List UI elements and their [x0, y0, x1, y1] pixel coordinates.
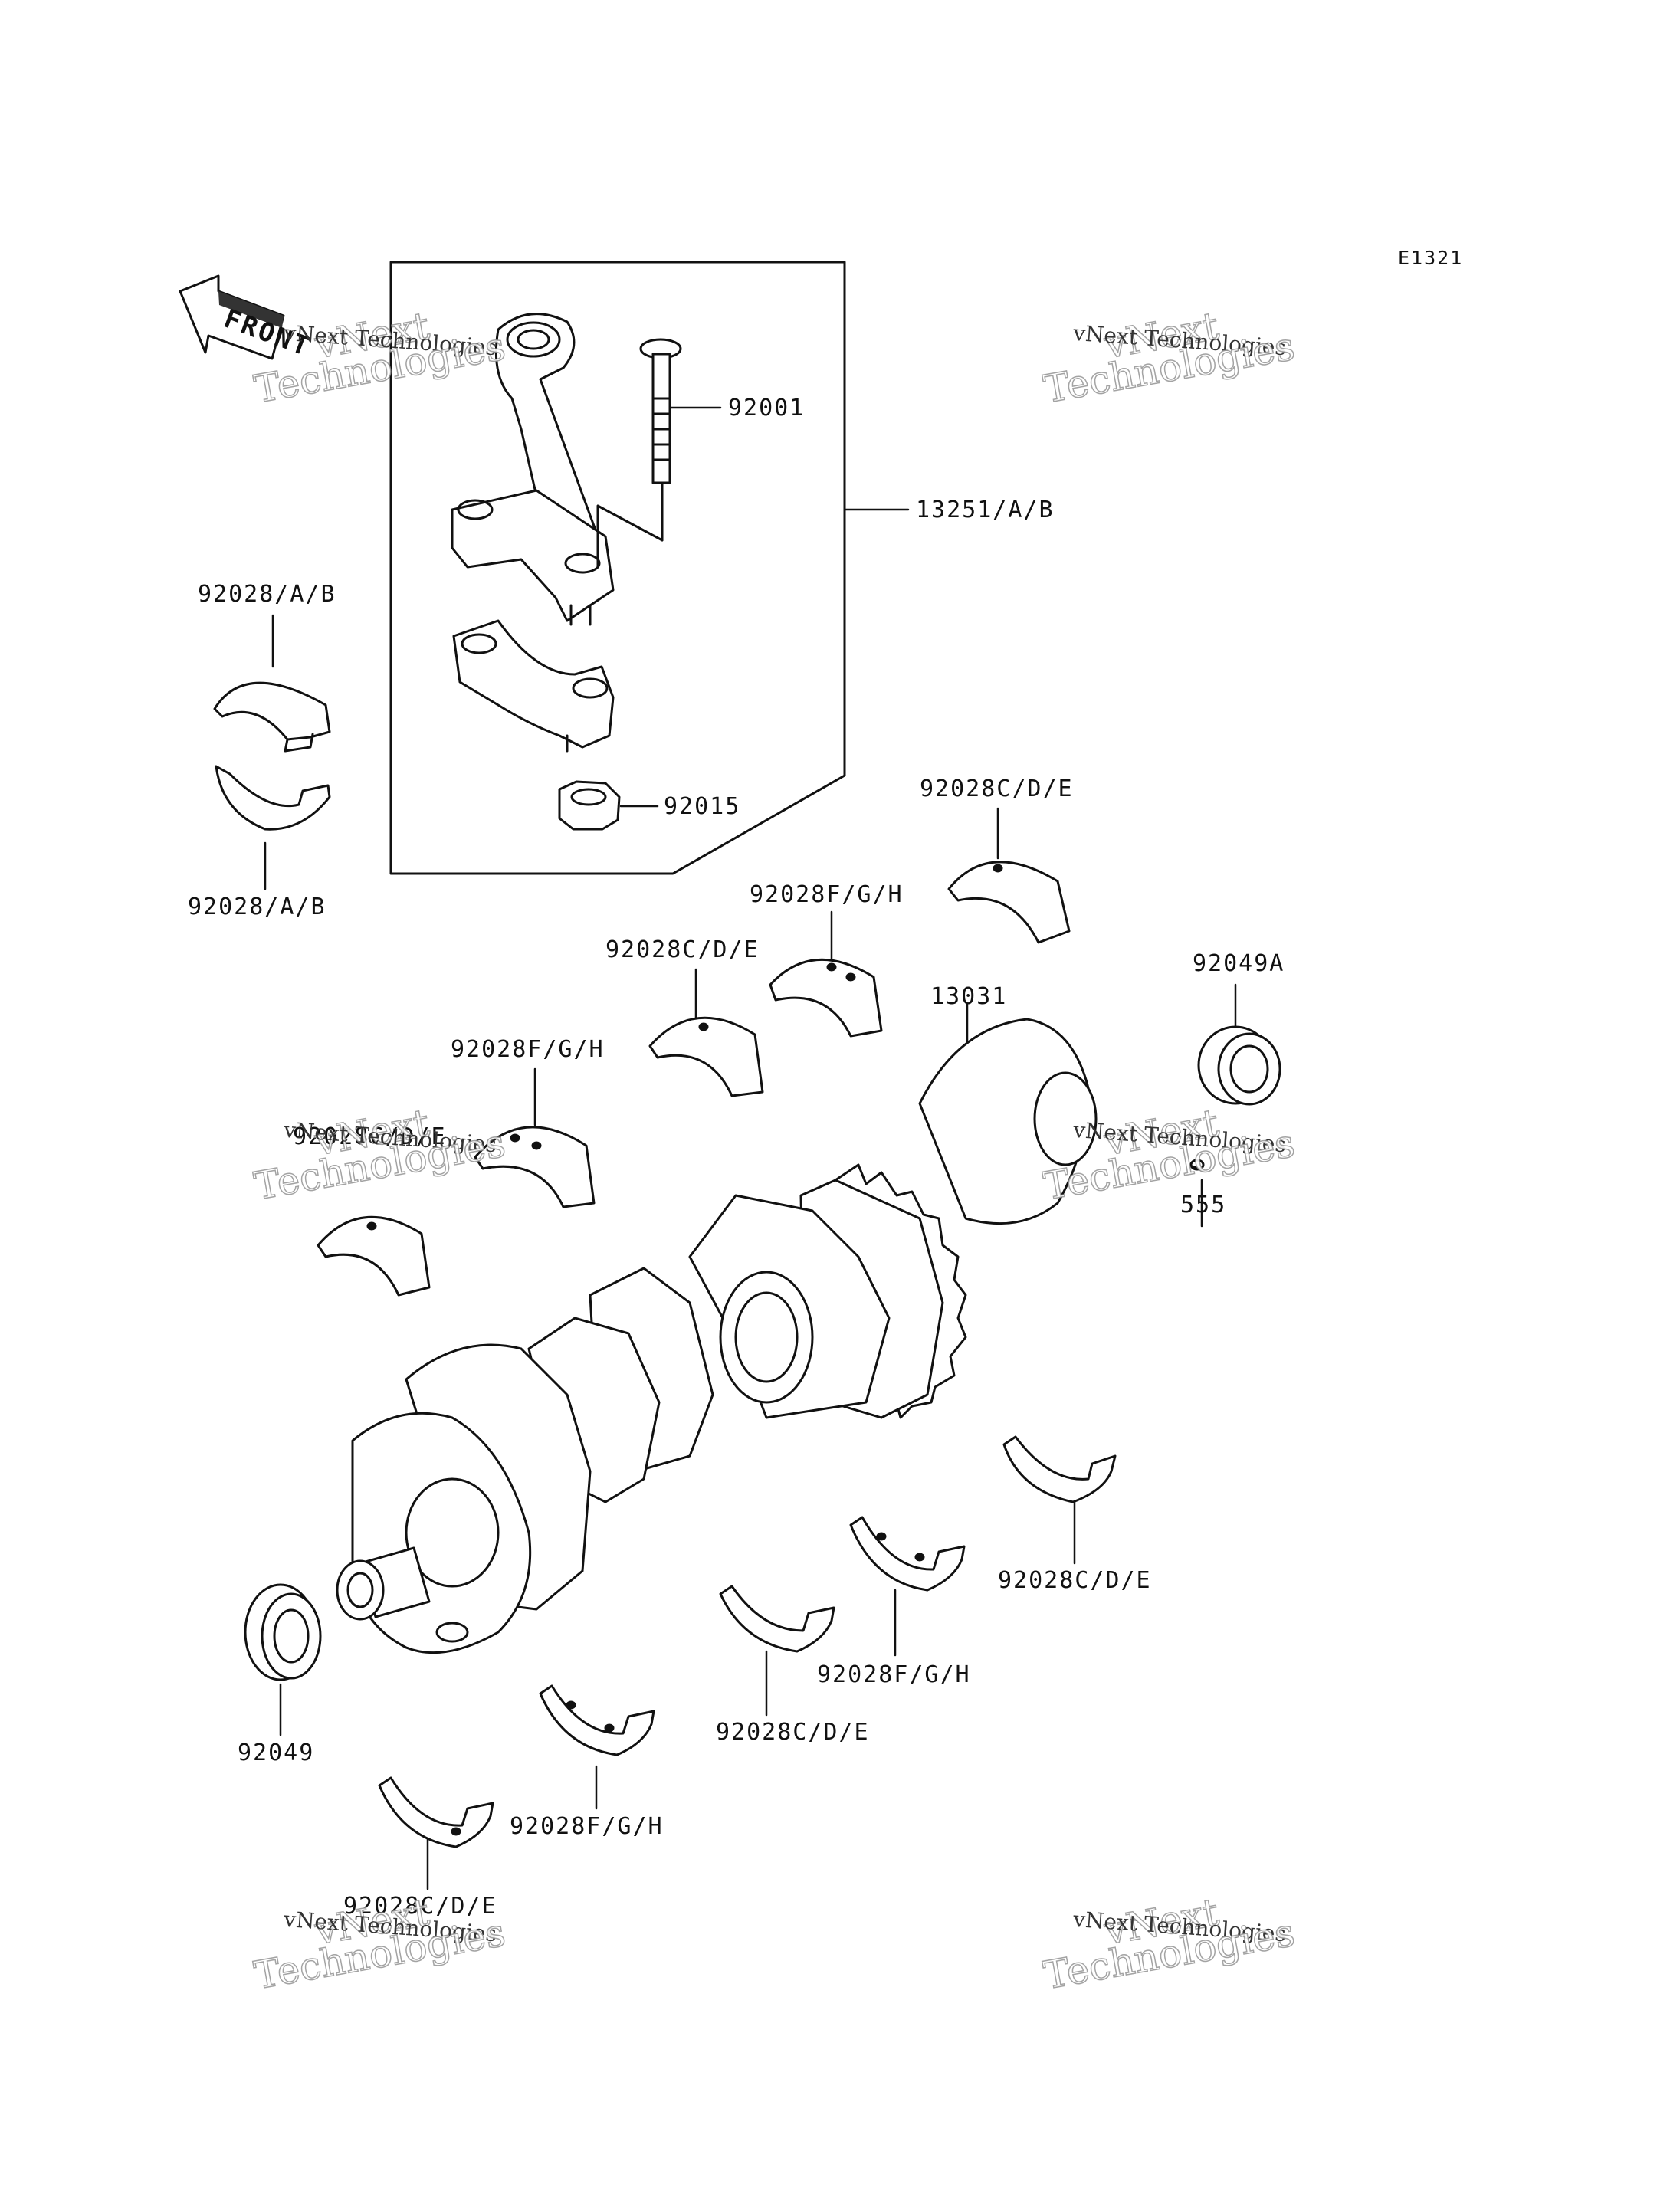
part-label-92049a[interactable]: 92049A [1193, 950, 1285, 977]
part-label-92028fgh-3[interactable]: 92028F/G/H [817, 1661, 971, 1688]
watermark: vNext vNext Technologies Technologies [251, 303, 509, 412]
watermark: vNext vNext Technologies Technologies [1040, 1889, 1298, 1999]
part-label-92001[interactable]: 92001 [728, 395, 806, 421]
watermark: vNext vNext Technologies Technologies [1040, 303, 1298, 412]
connecting-rod [451, 313, 615, 626]
part-label-92049[interactable]: 92049 [238, 1740, 315, 1766]
diagram-code: E1321 [1398, 247, 1464, 269]
part-label-92028cde-6[interactable]: 92028C/D/E [343, 1893, 497, 1920]
part-label-92028ab-bottom[interactable]: 92028/A/B [188, 894, 326, 920]
rod-bolt [596, 338, 682, 569]
part-label-92028cde-2[interactable]: 92028C/D/E [605, 936, 760, 963]
watermark: vNext vNext Technologies Technologies [251, 1100, 509, 1209]
part-label-92028cde-3[interactable]: 92028C/D/E [293, 1123, 447, 1150]
conrod-assembly-box [389, 261, 846, 875]
part-label-555[interactable]: 555 [1180, 1192, 1227, 1218]
part-label-92028cde-1[interactable]: 92028C/D/E [920, 776, 1074, 802]
part-label-92028fgh-4[interactable]: 92028F/G/H [510, 1813, 664, 1840]
leader-lines [264, 406, 1237, 1890]
part-label-92028cde-5[interactable]: 92028C/D/E [716, 1719, 870, 1746]
rod-cap [452, 619, 615, 753]
part-label-92028fgh-2[interactable]: 92028F/G/H [451, 1036, 605, 1063]
watermark: vNext vNext Technologies Technologies [1040, 1100, 1298, 1209]
part-label-13251[interactable]: 13251/A/B [916, 497, 1055, 523]
crankshaft [336, 1018, 1098, 1654]
bearing-shells [213, 681, 1117, 1848]
part-label-92028ab-top[interactable]: 92028/A/B [198, 581, 336, 608]
part-label-92015[interactable]: 92015 [664, 793, 741, 820]
part-label-92028fgh-1[interactable]: 92028F/G/H [750, 881, 904, 908]
part-label-13031[interactable]: 13031 [930, 983, 1008, 1010]
part-label-92028cde-4[interactable]: 92028C/D/E [998, 1567, 1152, 1594]
oil-seals [244, 1025, 1281, 1681]
pin [1189, 1159, 1205, 1172]
watermark: vNext vNext Technologies Technologies [251, 1889, 509, 1999]
rod-nut [558, 780, 621, 831]
